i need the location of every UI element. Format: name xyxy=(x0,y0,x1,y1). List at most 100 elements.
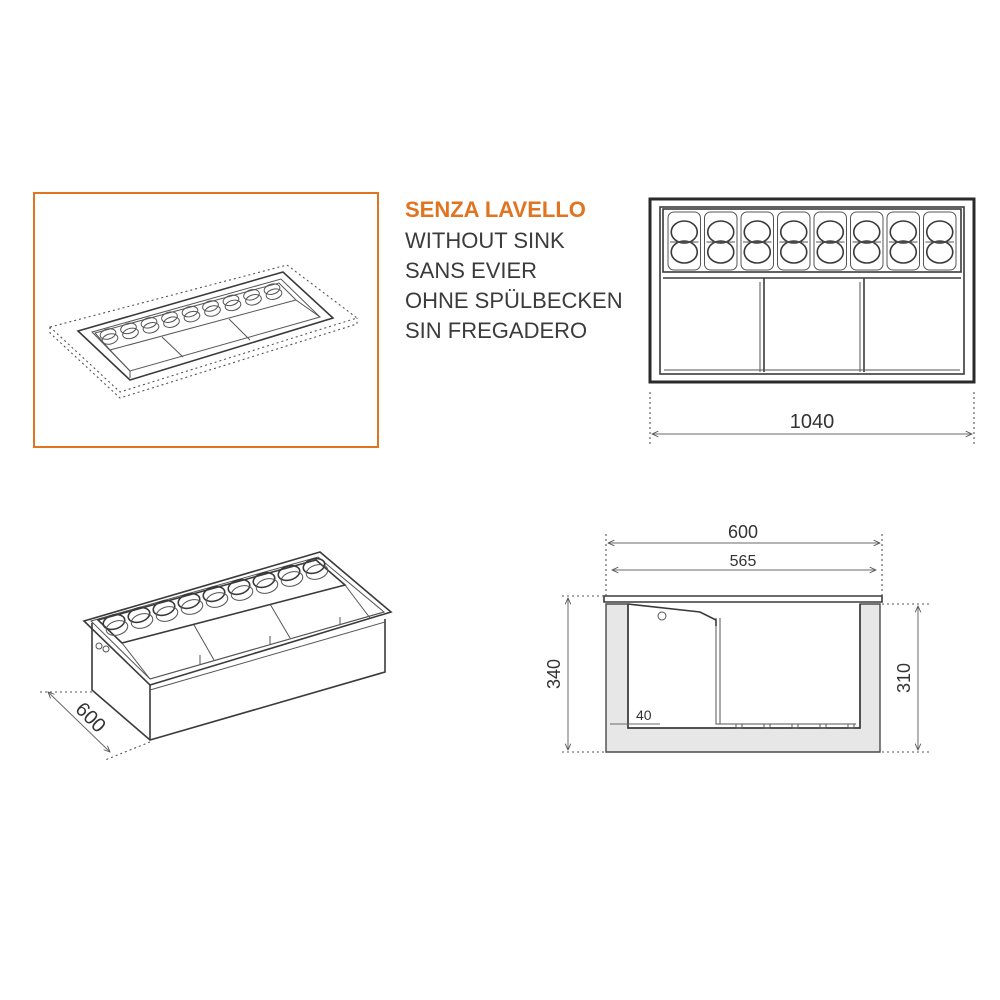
front-inner-frame xyxy=(659,206,965,375)
round-pan-cutout-icon xyxy=(925,220,954,244)
round-pan-cutout-icon xyxy=(122,327,139,340)
round-pan-cutout-icon xyxy=(889,220,918,244)
lid xyxy=(627,603,717,626)
well-divider xyxy=(161,336,184,358)
round-pan-cutout-icon xyxy=(181,305,199,318)
round-pan-cutout-icon xyxy=(816,220,845,244)
well-divider xyxy=(121,642,151,680)
title-english: WITHOUT SINK xyxy=(405,228,565,253)
round-pan-cutout-icon xyxy=(277,564,301,582)
round-pan-cutout-icon xyxy=(202,300,219,312)
round-pan-cutout-icon xyxy=(889,240,918,264)
dimension-inner-height-label: 310 xyxy=(894,663,914,693)
round-pan-cutout-icon xyxy=(816,240,845,264)
round-pan-cutout-icon xyxy=(152,599,176,617)
title-italian: SENZA LAVELLO xyxy=(405,197,586,222)
front-outer-frame xyxy=(648,197,976,384)
round-pan-cutout-icon xyxy=(706,220,735,244)
pan-outline xyxy=(715,618,856,725)
well-divider xyxy=(228,318,251,341)
pan-band xyxy=(662,208,962,273)
hinge-icon xyxy=(657,611,667,621)
round-pan-cutout-icon xyxy=(302,557,326,575)
dimension-outer-width-label: 600 xyxy=(728,522,758,542)
side-section-view: 600 565 340 310 40 xyxy=(544,522,930,753)
drain-knob-icon xyxy=(95,642,103,650)
dimension-depth-label: 600 xyxy=(71,698,110,737)
round-pan-cutout-icon xyxy=(183,310,201,323)
round-pan-cutout-icon xyxy=(102,613,126,631)
well-divider xyxy=(109,349,131,372)
pan-row-isometric xyxy=(102,557,329,636)
round-pan-cutout-icon xyxy=(127,606,151,624)
dimension-width-label: 1040 xyxy=(790,411,835,433)
orange-frame xyxy=(33,192,379,448)
pan-cell xyxy=(813,211,847,271)
round-pan-cutout-icon xyxy=(280,571,304,587)
round-pan-cutout-icon xyxy=(130,613,154,629)
pan-cell xyxy=(740,211,774,271)
round-pan-cutout-icon xyxy=(263,283,281,295)
round-pan-cutout-icon xyxy=(101,333,119,345)
well-divider xyxy=(295,299,321,318)
foot-pin xyxy=(791,723,799,729)
title-french: SANS EVIER xyxy=(405,258,538,283)
round-pan-cutout-icon xyxy=(925,240,954,264)
pan-cell xyxy=(886,211,920,271)
pan-cell xyxy=(704,211,738,271)
iso-body-lip xyxy=(149,621,386,691)
round-pan-cutout-icon xyxy=(161,311,178,323)
round-pan-cutout-icon xyxy=(99,328,117,340)
round-pan-cutout-icon xyxy=(163,316,180,328)
round-pan-cutout-icon xyxy=(245,294,262,306)
round-pan-cutout-icon xyxy=(142,322,160,334)
round-pan-cutout-icon xyxy=(743,220,772,244)
dimension-outer-height-label: 340 xyxy=(544,659,564,689)
well-divider xyxy=(269,603,291,639)
dimension-base-label: 40 xyxy=(636,707,652,723)
foot-pin xyxy=(847,723,855,729)
drain-knob-icon xyxy=(102,645,110,653)
title-german: OHNE SPÜLBECKEN xyxy=(405,288,623,313)
round-pan-cutout-icon xyxy=(227,578,251,596)
iso-rim-outer xyxy=(82,551,393,686)
unit-rim xyxy=(76,271,335,381)
well-divider xyxy=(344,584,371,619)
round-pan-cutout-icon xyxy=(670,220,699,244)
well-front-edge xyxy=(149,611,385,680)
round-pan-cutout-icon xyxy=(779,220,808,244)
round-pan-cutout-icon xyxy=(180,599,204,615)
round-pan-cutout-icon xyxy=(852,240,881,264)
round-pan-cutout-icon xyxy=(779,240,808,264)
cabinet-section xyxy=(605,603,881,753)
round-pan-cutout-icon xyxy=(177,592,201,610)
round-pan-cutout-icon xyxy=(202,585,226,603)
pan-row-front xyxy=(667,211,957,271)
dimension-line-depth xyxy=(48,692,110,752)
round-pan-cutout-icon xyxy=(140,317,158,329)
round-pan-cutout-icon xyxy=(706,240,735,264)
foot-pin xyxy=(819,723,827,729)
pan-cell xyxy=(923,211,957,271)
pan-cell xyxy=(667,211,701,271)
round-pan-cutout-icon xyxy=(155,606,179,622)
round-pan-cutout-icon xyxy=(852,220,881,244)
installation-thumbnail xyxy=(33,192,379,448)
round-pan-cutout-icon xyxy=(305,564,329,580)
round-pan-cutout-icon xyxy=(230,585,254,601)
round-pan-cutout-icon xyxy=(255,578,279,594)
round-pan-cutout-icon xyxy=(205,592,229,608)
well-walls xyxy=(199,617,341,664)
title-spanish: SIN FREGADERO xyxy=(405,318,588,343)
round-pan-cutout-icon xyxy=(252,571,276,589)
front-view: 1040 xyxy=(648,197,976,446)
base-feet xyxy=(735,723,855,729)
foot-pin xyxy=(763,723,771,729)
round-pan-cutout-icon xyxy=(224,299,242,312)
pan-row-thumbnail xyxy=(99,283,283,345)
round-pan-cutout-icon xyxy=(743,240,772,264)
round-pan-cutout-icon xyxy=(204,305,221,317)
worktop-edge xyxy=(49,318,358,399)
round-pan-cutout-icon xyxy=(265,288,283,300)
